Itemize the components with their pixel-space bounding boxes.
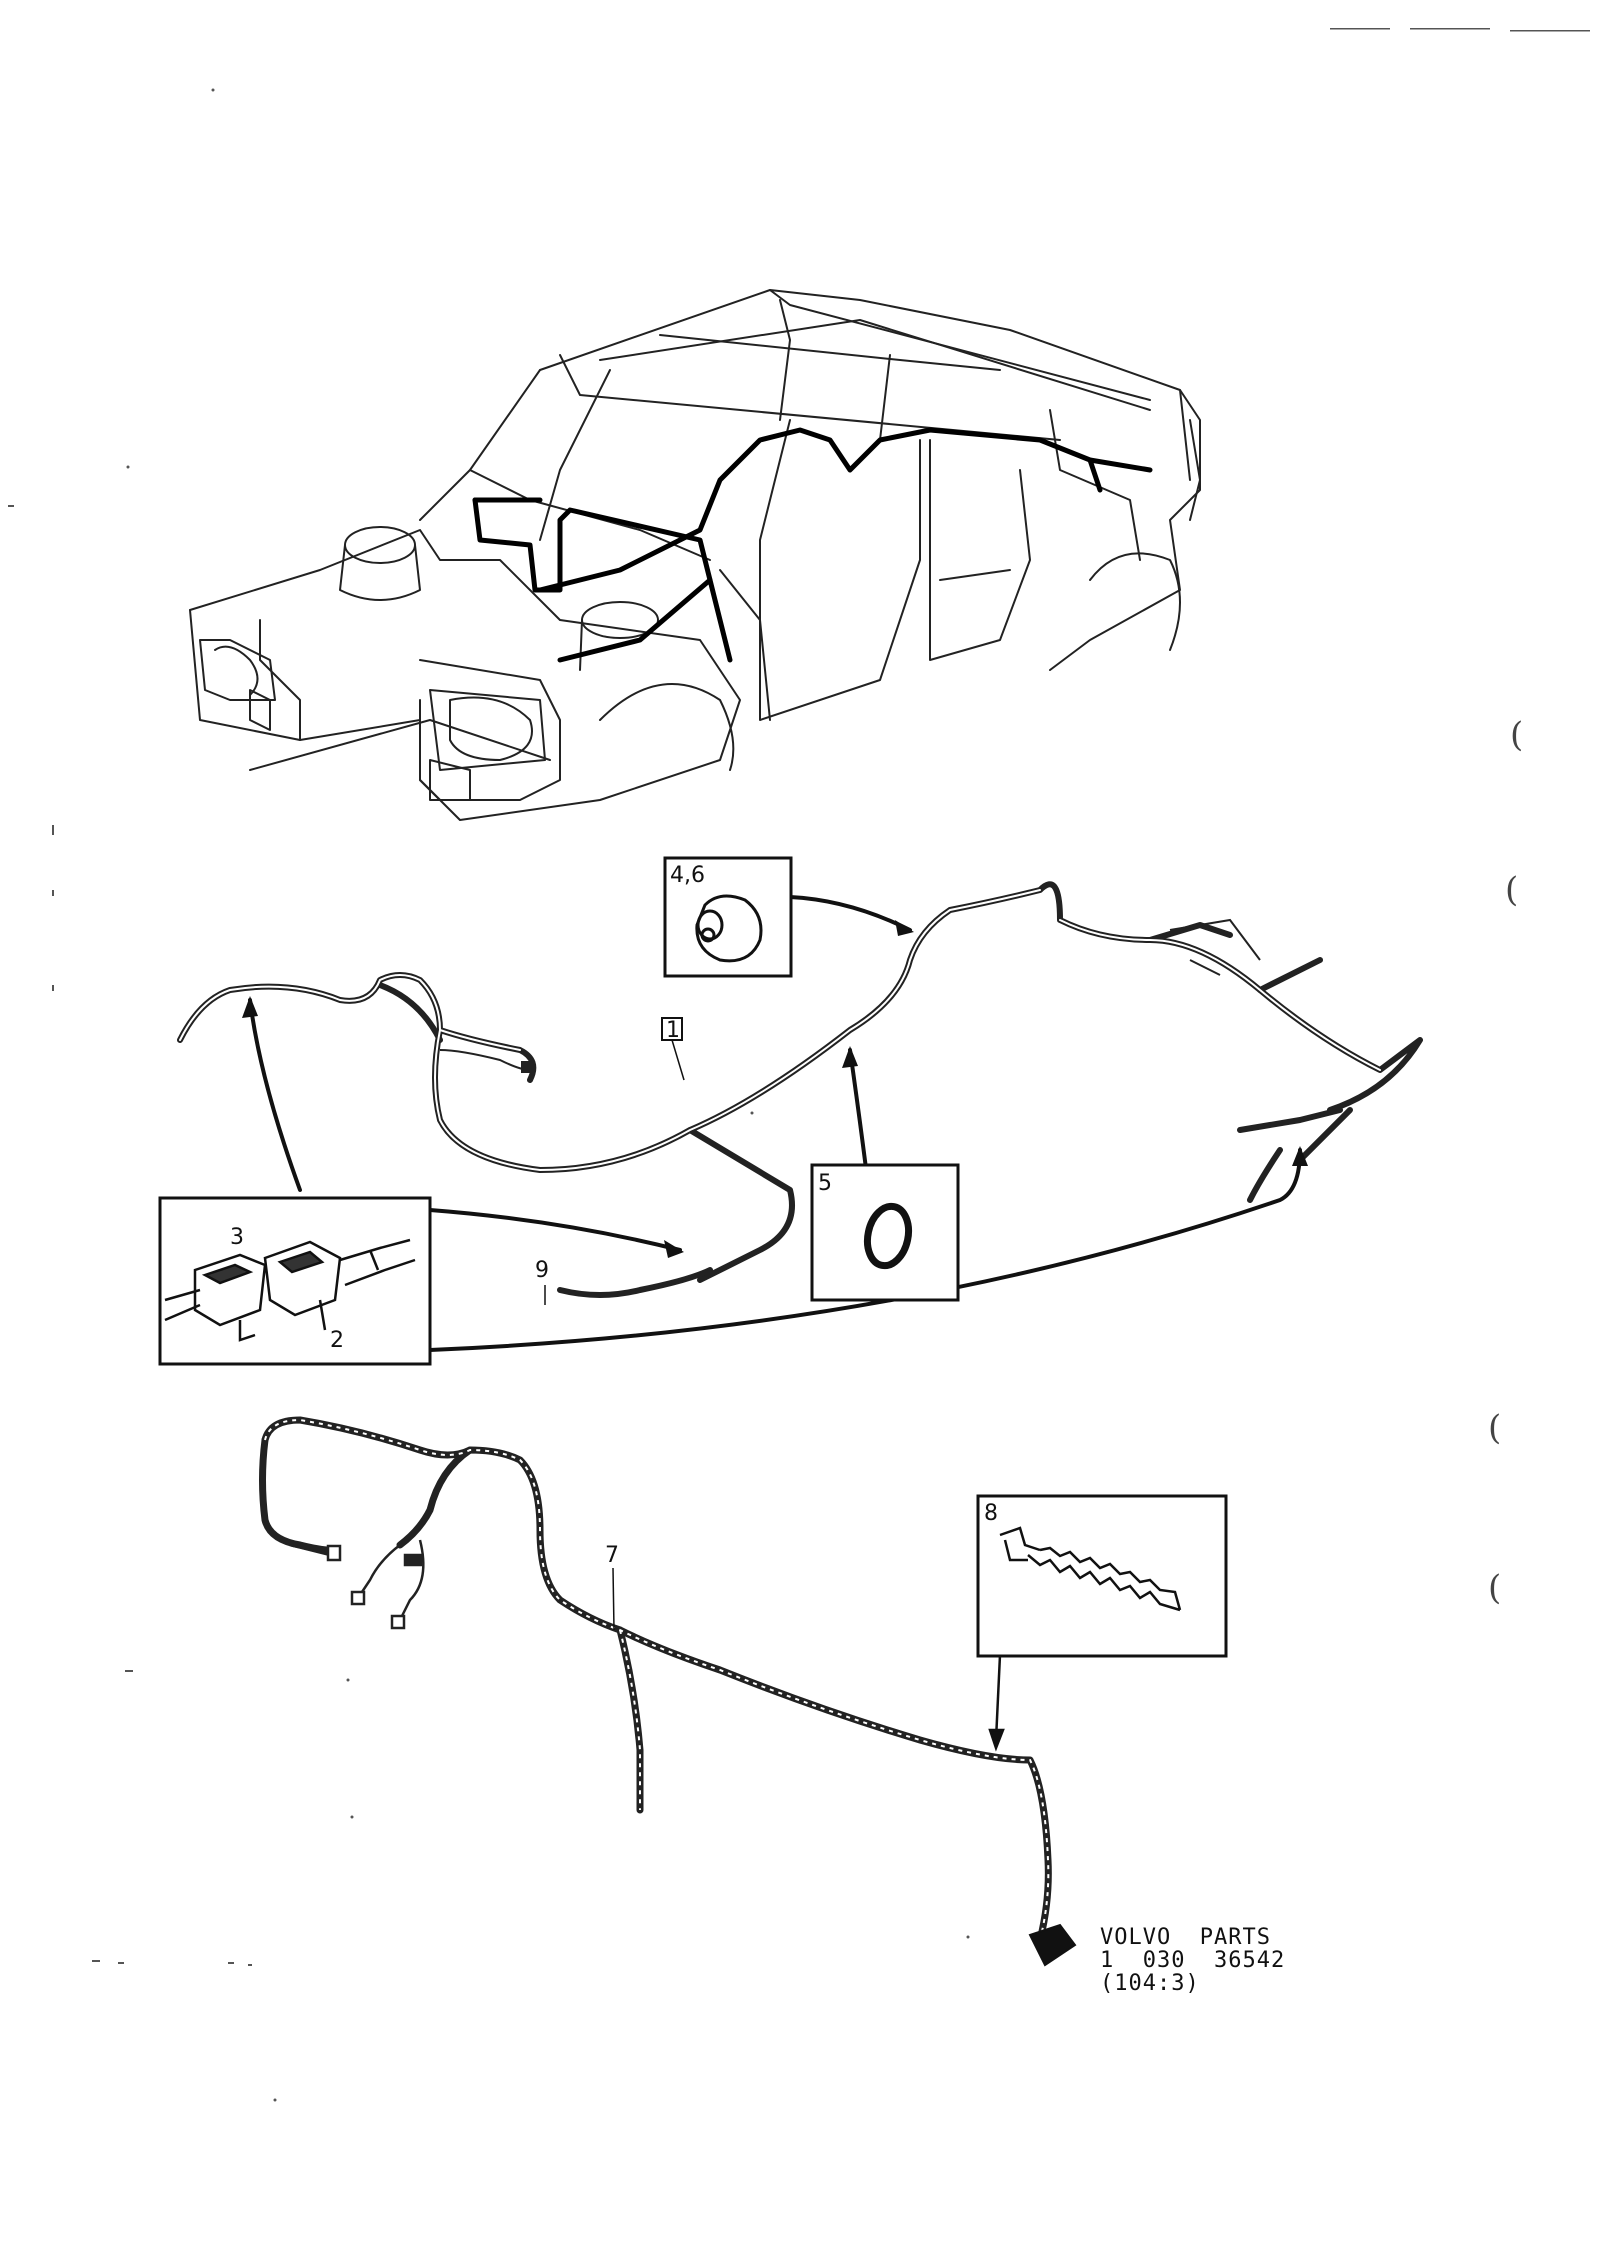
connector-housing-icon — [164, 1238, 416, 1342]
callout-label-2: 2 — [330, 1328, 344, 1353]
grommet-clip-icon — [695, 894, 763, 963]
arrow-heads — [242, 920, 1308, 1258]
harness-7-leads — [289, 1539, 425, 1630]
callout-label-7: 7 — [605, 1543, 619, 1568]
callout-label-8: 8 — [984, 1501, 998, 1526]
harness-main-inner — [179, 889, 1381, 1172]
car-body-shell — [189, 289, 1201, 821]
callout-label-4-6: 4,6 — [670, 863, 705, 888]
brand-label: VOLVO PARTS — [1100, 1925, 1271, 1950]
callout-7: 7 — [605, 1543, 619, 1631]
inset-grommet-5: 5 — [810, 1163, 960, 1302]
car-harness-routing — [472, 427, 1153, 663]
pointer-to-8 — [988, 1654, 1005, 1752]
cable-tie-icon — [999, 1526, 1182, 1612]
harness-leadouts — [439, 918, 1261, 1073]
margin-mark: ( — [1510, 715, 1524, 755]
callout-1: 1 — [661, 1017, 685, 1081]
scan-specks — [8, 28, 1590, 2102]
margin-mark: ( — [1488, 1568, 1502, 1608]
harness-7-texture — [264, 1418, 1050, 1941]
callout-label-5: 5 — [818, 1171, 832, 1196]
inset-cable-tie-8: 8 — [976, 1494, 1228, 1658]
callout-label-9: 9 — [535, 1258, 549, 1283]
page-reference: (104:3) — [1100, 1971, 1200, 1996]
callout-9: 9 — [535, 1258, 549, 1305]
harness-7 — [259, 1416, 1052, 1944]
inset-clip-4-6: 4,6 — [663, 856, 793, 978]
part-number: 1 030 36542 — [1100, 1948, 1286, 1973]
ring-grommet-icon — [863, 1202, 913, 1270]
callout-label-1: 1 — [666, 1018, 680, 1043]
margin-mark: ( — [1488, 1408, 1502, 1448]
margin-mark: ( — [1505, 870, 1519, 910]
callout-label-3: 3 — [230, 1225, 244, 1250]
part-code-block: VOLVO PARTS 1 030 36542 (104:3) — [1100, 1926, 1285, 1995]
inset-connector-2-3: 3 2 — [158, 1196, 432, 1366]
end-connector-icon — [1028, 1923, 1077, 1967]
